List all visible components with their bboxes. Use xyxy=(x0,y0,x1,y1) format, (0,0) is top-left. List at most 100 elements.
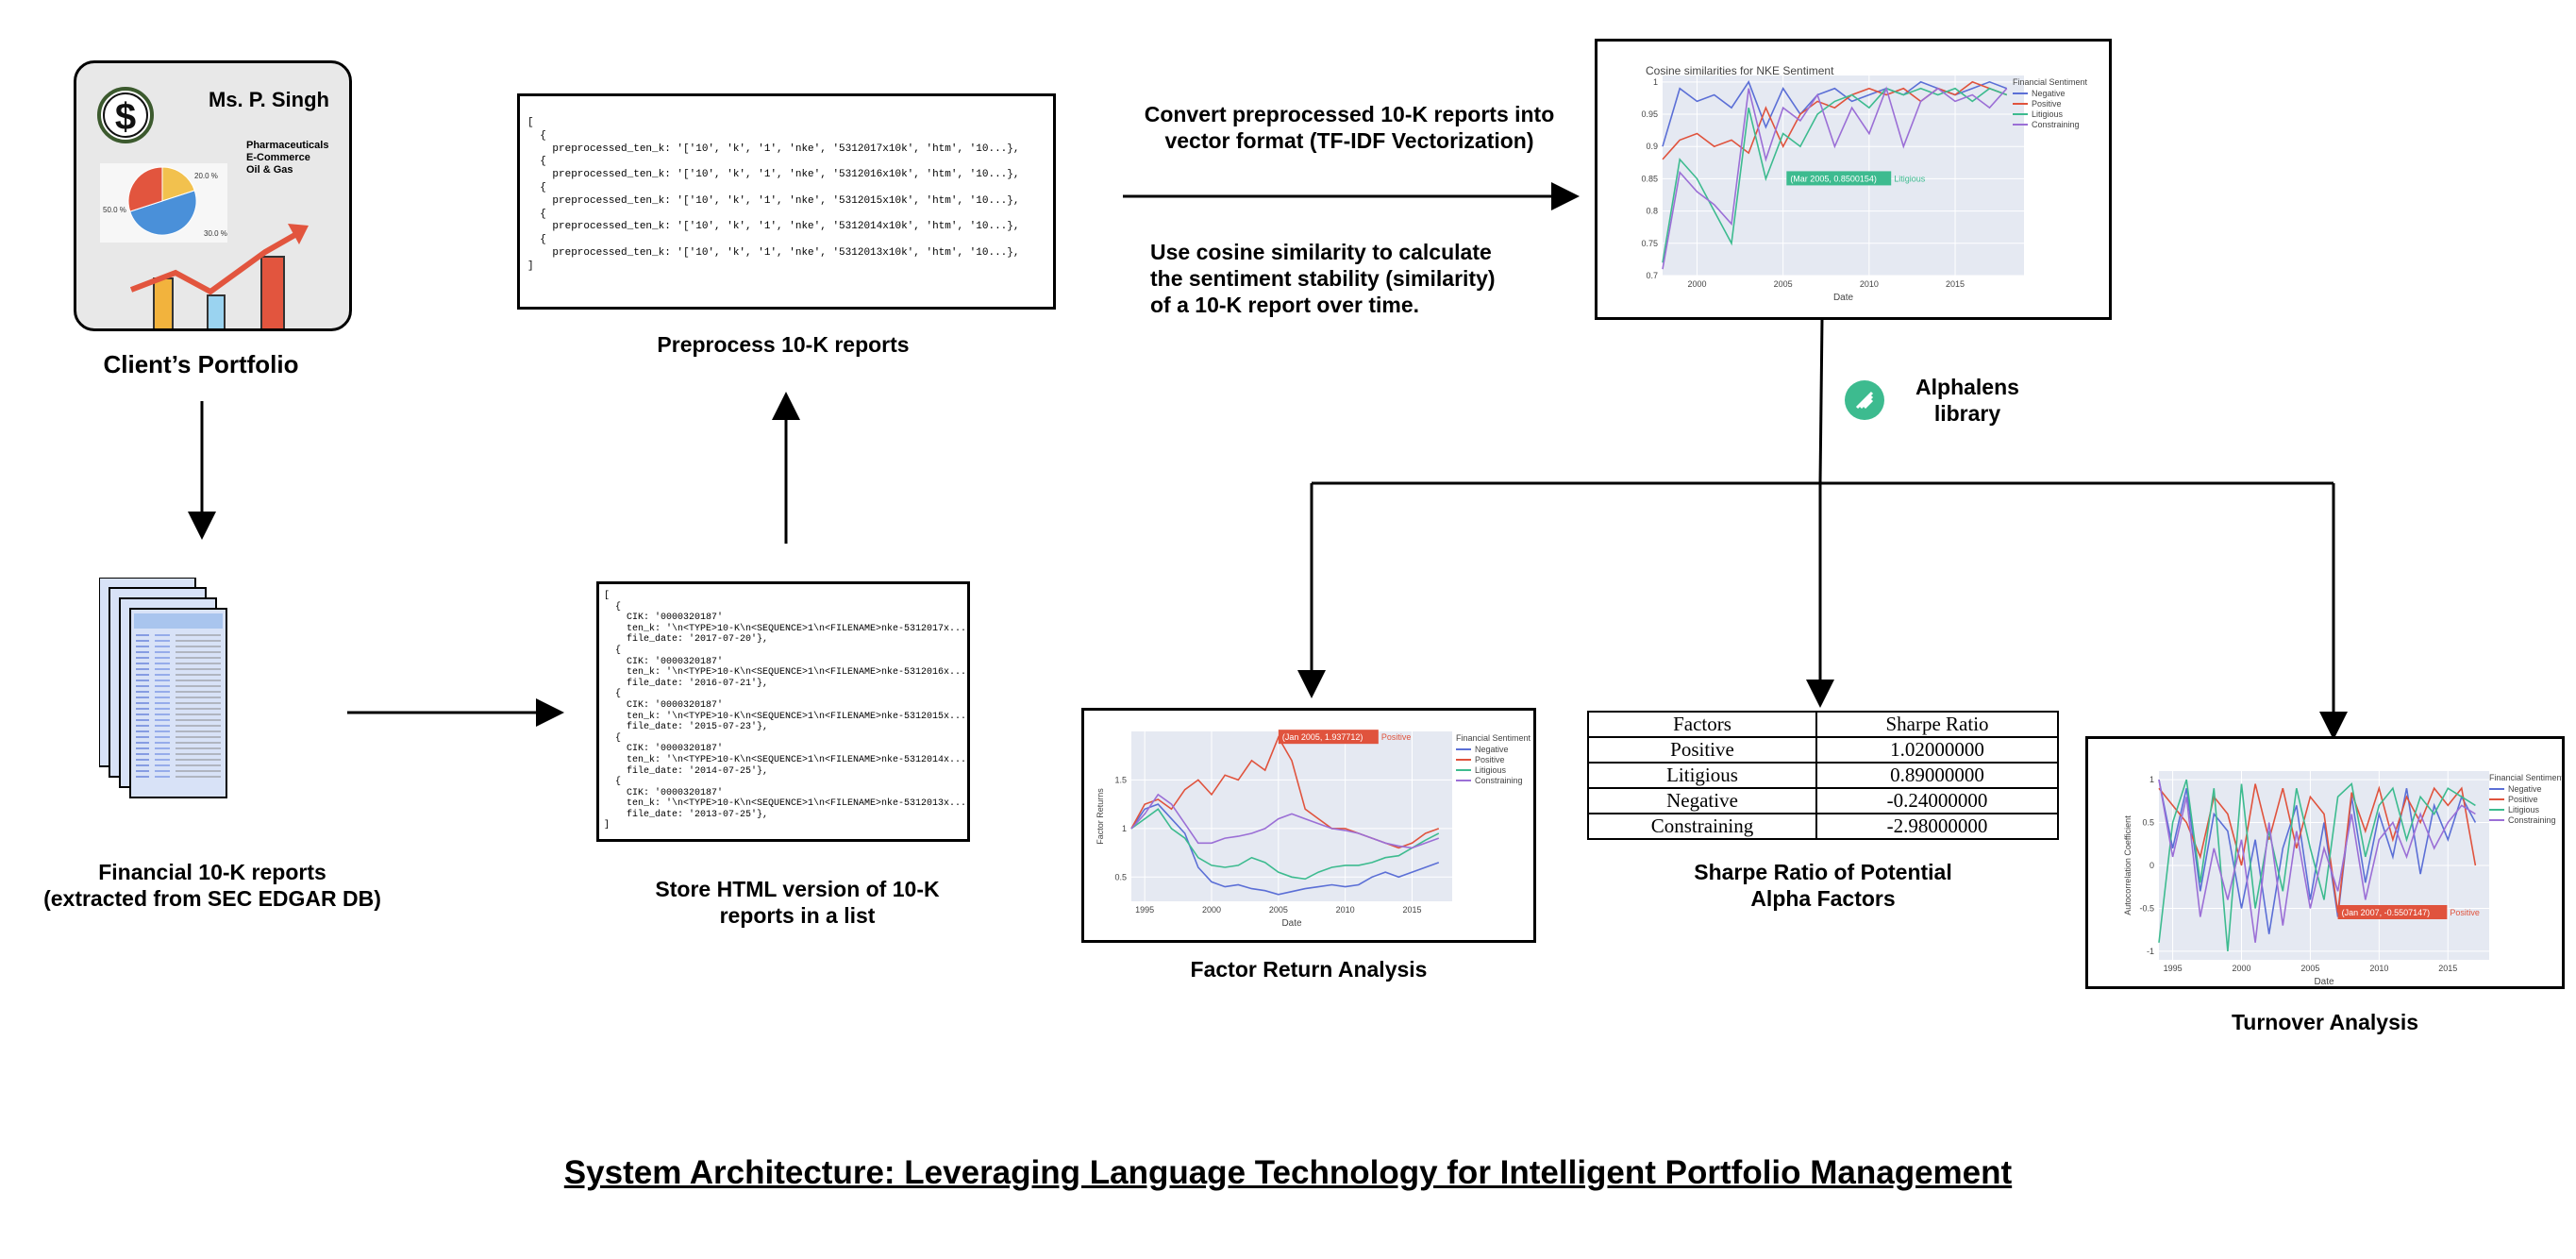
portfolio-caption: Client’s Portfolio xyxy=(103,350,299,378)
x-tick-label: 2015 xyxy=(2438,964,2457,973)
connector-cosine-down xyxy=(1818,318,1824,484)
code-line: { xyxy=(604,777,622,788)
code-line: CIK: '0000320187' xyxy=(604,613,724,624)
code-line: { xyxy=(604,732,622,744)
series-line-positive xyxy=(1662,80,2008,160)
legend-item: Positive xyxy=(2508,795,2538,804)
alphalens-logo-icon xyxy=(1845,380,1884,420)
code-line: file_date: '2014-07-25'}, xyxy=(604,765,769,777)
page-title: System Architecture: Leveraging Language… xyxy=(563,1154,2013,1191)
factor-name: Litigious xyxy=(1587,762,1817,789)
legend-item: Negative xyxy=(2032,89,2066,98)
x-tick-label: 2015 xyxy=(1402,905,1421,915)
client-portfolio-card: $ 20.0 % 50.0 % 30.0 % Ms. P. Singh Phar… xyxy=(74,60,352,338)
pie-label-1: 20.0 % xyxy=(194,172,218,180)
legend-item: Negative xyxy=(2508,784,2542,794)
alphalens-line2: library xyxy=(1933,401,2001,426)
x-tick-label: 2000 xyxy=(1687,279,1706,289)
code-line: { xyxy=(527,129,546,142)
sharpe-caption-line2: Alpha Factors xyxy=(1750,886,1896,911)
code-line: { xyxy=(527,234,546,246)
x-tick-label: 2010 xyxy=(1860,279,1879,289)
vectorize-label: Convert preprocessed 10-K reports into v… xyxy=(1113,101,1585,154)
sharpe-value: 1.02000000 xyxy=(1815,736,2059,764)
bar-growth-icon xyxy=(129,224,309,338)
factor-name: Negative xyxy=(1587,787,1817,814)
code-line: preprocessed_ten_k: '['10', 'k', '1', 'n… xyxy=(527,194,1020,207)
legend-item: Positive xyxy=(1475,755,1505,764)
tooltip-text: (Jan 2007, -0.5507147) xyxy=(2342,908,2431,917)
y-tick-label: 1.5 xyxy=(1114,775,1127,784)
reports-caption: Financial 10-K reports (extracted from S… xyxy=(38,859,387,912)
y-tick-label: 1 xyxy=(2149,775,2154,784)
code-line: { xyxy=(527,156,546,168)
tooltip-series-label: Positive xyxy=(2450,908,2480,917)
table-row: Negative-0.24000000 xyxy=(1587,787,2059,814)
code-line: file_date: '2016-07-21'}, xyxy=(604,678,769,689)
pie-slice xyxy=(129,190,197,236)
report-documents-icon xyxy=(99,578,227,798)
svg-text:$: $ xyxy=(115,96,136,138)
alphalens-label: Alphalens library xyxy=(1897,374,2038,427)
legend-item: Constraining xyxy=(2032,120,2080,129)
code-line: ten_k: '\n<TYPE>10-K\n<SEQUENCE>1\n<FILE… xyxy=(604,667,967,679)
code-line: preprocessed_ten_k: '['10', 'k', '1', 'n… xyxy=(527,246,1020,259)
code-line: ten_k: '\n<TYPE>10-K\n<SEQUENCE>1\n<FILE… xyxy=(604,711,967,722)
table-row: Constraining-2.98000000 xyxy=(1587,813,2059,840)
factor-name: Constraining xyxy=(1587,813,1817,840)
series-line-litigious xyxy=(2158,779,2476,951)
y-tick-label: 0.8 xyxy=(1646,207,1658,216)
x-tick-label: 1995 xyxy=(1135,905,1154,915)
sector-list: Pharmaceuticals E-Commerce Oil & Gas xyxy=(246,140,328,176)
sharpe-value: -0.24000000 xyxy=(1815,787,2059,814)
code-line: ten_k: '\n<TYPE>10-K\n<SEQUENCE>1\n<FILE… xyxy=(604,623,967,634)
code-line: { xyxy=(527,208,546,220)
y-tick-label: 0 xyxy=(2149,861,2154,870)
series-line-constraining xyxy=(1130,793,1440,849)
client-name: Ms. P. Singh xyxy=(209,88,329,111)
sharpe-value: -2.98000000 xyxy=(1815,813,2059,840)
legend-title: Financial Sentiment xyxy=(1456,733,1531,743)
cosine-description-line3: of a 10-K report over time. xyxy=(1150,293,1420,317)
series-line-negative xyxy=(2158,779,2477,934)
report-page xyxy=(129,608,227,798)
code-line: ] xyxy=(604,820,611,831)
store-html-box: [ { CIK: '0000320187' ten_k: '\n<TYPE>10… xyxy=(596,581,970,842)
x-tick-label: 2005 xyxy=(1269,905,1288,915)
legend-item: Litigious xyxy=(1475,765,1507,775)
legend-item: Litigious xyxy=(2032,109,2064,119)
store-caption-line1: Store HTML version of 10-K xyxy=(655,877,940,901)
sector-item: Oil & Gas xyxy=(246,164,293,176)
alphalens-line1: Alphalens xyxy=(1915,375,2019,399)
reports-caption-line2: (extracted from SEC EDGAR DB) xyxy=(43,886,381,911)
y-tick-label: 0.85 xyxy=(1641,174,1658,183)
series-line-constraining xyxy=(2158,779,2476,943)
hover-tooltip xyxy=(1786,171,1892,186)
x-tick-label: 2000 xyxy=(2232,964,2250,973)
tooltip-text: (Jan 2005, 1.937712) xyxy=(1282,732,1363,742)
store-caption: Store HTML version of 10-K reports in a … xyxy=(623,876,972,929)
x-tick-label: 2010 xyxy=(1336,905,1355,915)
code-line: CIK: '0000320187' xyxy=(604,656,724,667)
y-tick-label: 0.5 xyxy=(2142,818,2154,828)
sharpe-caption-line1: Sharpe Ratio of Potential xyxy=(1694,860,1952,884)
x-tick-label: 2005 xyxy=(1774,279,1793,289)
portfolio-pie-chart: 20.0 % 50.0 % 30.0 % xyxy=(100,163,227,243)
code-line: preprocessed_ten_k: '['10', 'k', '1', 'n… xyxy=(527,143,1020,155)
code-line: file_date: '2017-07-20'}, xyxy=(604,634,769,646)
y-axis-label: Autocorrelation Coefficient xyxy=(2123,815,2133,915)
preprocess-box: [ { preprocessed_ten_k: '['10', 'k', '1'… xyxy=(517,93,1056,310)
table-header-sharpe: Sharpe Ratio xyxy=(1815,711,2059,738)
y-tick-label: 1 xyxy=(1653,77,1658,87)
legend-item: Constraining xyxy=(2508,815,2556,825)
code-line: CIK: '0000320187' xyxy=(604,787,724,798)
pie-label-3: 30.0 % xyxy=(204,229,227,238)
dollar-icon: $ xyxy=(97,87,154,143)
sharpe-value: 0.89000000 xyxy=(1815,762,2059,789)
